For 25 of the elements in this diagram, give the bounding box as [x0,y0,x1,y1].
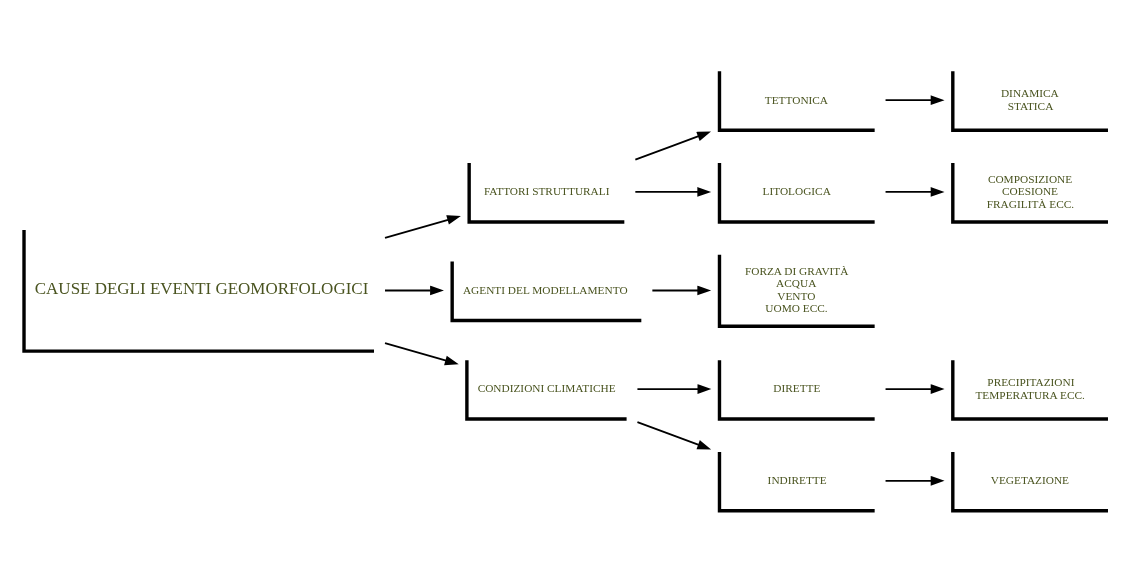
node-text: AGENTI DEL MODELLAMENTO [462,283,628,296]
arrow [634,131,711,161]
node-text: INDIRETTE [767,474,827,487]
node-text: COMPOSIZIONE COESIONE FRAGILITÀ ECC. [986,172,1075,210]
node-text: FATTORI STRUTTURALI [483,185,610,198]
node-text: DINAMICA STATICA [1000,87,1059,112]
node-text: TETTONICA [764,93,829,106]
arrow [651,285,712,296]
node-text: FORZA DI GRAVITÀ ACQUA VENTO UOMO ECC. [744,264,849,315]
node-text: CONDIZIONI CLIMATICHE [477,382,616,395]
arrow [636,421,712,450]
node-text: LITOLOGICA [762,185,831,198]
arrow [634,187,712,197]
node-text: DIRETTE [773,382,821,395]
node-text: VEGETAZIONE [990,474,1070,487]
arrow [884,475,945,486]
arrow [884,95,945,106]
node-text: CAUSE DEGLI EVENTI GEOMORFOLOGICI [34,279,369,299]
arrow [384,215,461,239]
arrow [384,342,459,366]
node-text: PRECIPITAZIONI TEMPERATURA ECC. [975,376,1085,401]
arrow [384,285,444,296]
arrow [636,384,712,394]
arrow [884,384,945,394]
arrow [884,187,945,197]
